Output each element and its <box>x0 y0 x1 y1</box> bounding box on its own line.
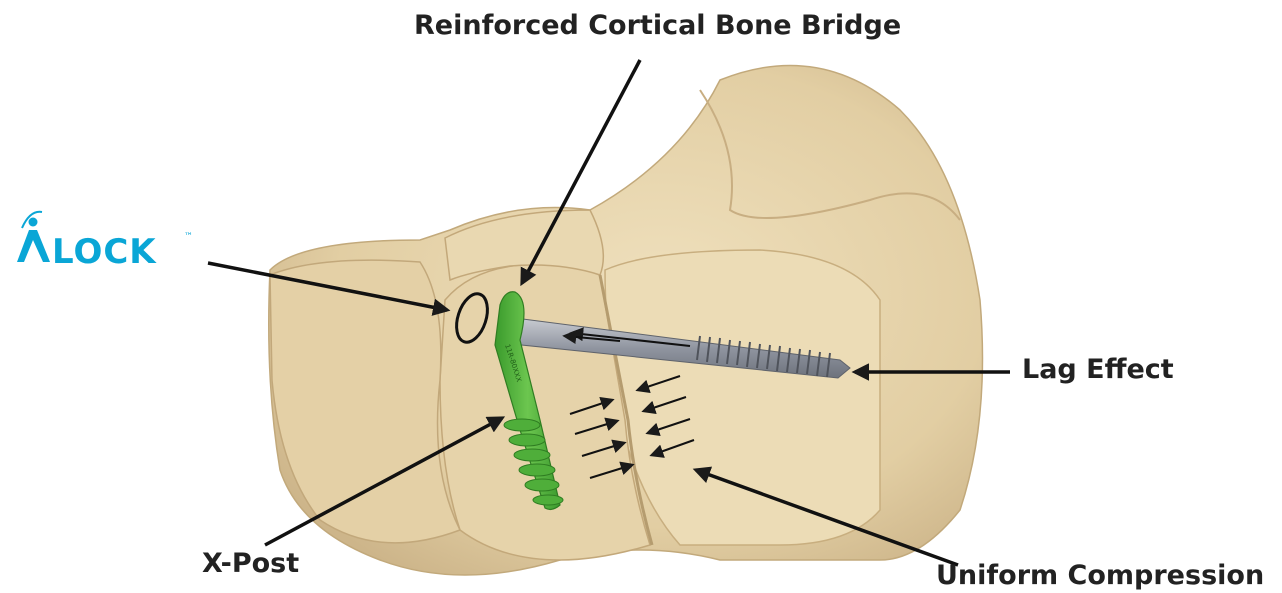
logo-text: LOCK <box>52 232 157 272</box>
logo-trademark: ™ <box>184 232 193 242</box>
bone-group <box>269 65 983 575</box>
label-bone-bridge: Reinforced Cortical Bone Bridge <box>414 10 901 41</box>
label-uniform-compression: Uniform Compression <box>936 560 1264 591</box>
label-lag-effect: Lag Effect <box>1022 354 1174 385</box>
label-x-post: X-Post <box>202 548 299 579</box>
logo-head <box>29 218 38 227</box>
xlock-logo-figure <box>17 212 50 262</box>
logo-body <box>17 230 50 262</box>
